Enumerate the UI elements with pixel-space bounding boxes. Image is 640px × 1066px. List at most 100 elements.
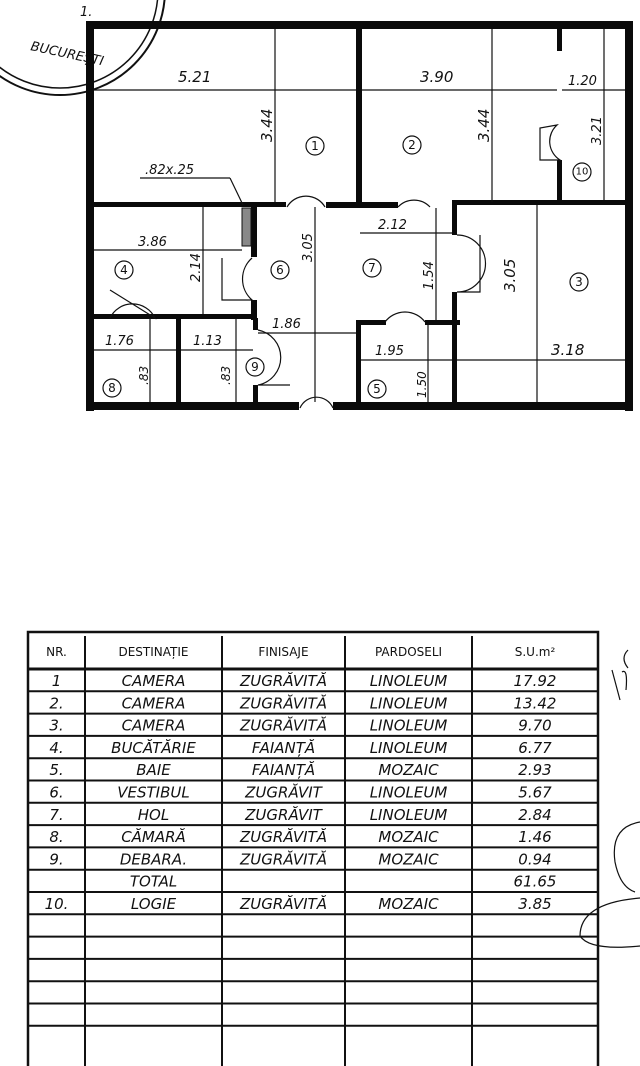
table-cell: FAIANȚĂ (252, 738, 315, 757)
table-cell: 4. (49, 739, 63, 757)
dim-r5-depth: 1.50 (415, 371, 429, 398)
svg-text:9: 9 (251, 360, 259, 374)
table-cell: 13.42 (514, 694, 557, 712)
table-header-cell: NR. (46, 645, 67, 659)
svg-text:5: 5 (373, 382, 381, 396)
table-cell: MOZAIC (378, 828, 439, 846)
room-marker-8: 8 (102, 378, 122, 398)
table-cell: 5.67 (518, 784, 552, 802)
room-marker-6: 6 (270, 260, 290, 280)
table-cell: 2.84 (518, 806, 551, 824)
table-cell: LINOLEUM (370, 717, 448, 735)
dim-r7-width: 2.12 (378, 218, 407, 233)
dim-r6-depth: 3.05 (301, 233, 316, 262)
room-marker-1: 1 (305, 136, 325, 156)
table-cell: 2. (49, 694, 63, 712)
room-marker-7: 7 (362, 258, 382, 278)
dim-r9-width: 1.13 (193, 334, 222, 349)
table-cell: ZUGRĂVIT (244, 805, 324, 824)
dim-r8-depth: .83 (137, 366, 151, 385)
table-cell: ZUGRĂVITĂ (239, 849, 327, 868)
dim-r10-depth: 3.21 (590, 116, 605, 145)
room-marker-10: 10 (572, 162, 592, 182)
svg-text:10: 10 (576, 167, 589, 178)
dim-duct: .82x.25 (145, 163, 194, 178)
table-cell: 9.70 (518, 717, 551, 735)
table-cell: BAIE (136, 761, 171, 779)
table-cell: 3.85 (518, 895, 551, 913)
dim-r1-width: 5.21 (178, 68, 211, 86)
table-cell: LINOLEUM (370, 739, 448, 757)
table-cell: 8. (49, 828, 63, 846)
table-cell: ZUGRĂVIT (244, 783, 324, 802)
dimension-lines (94, 29, 625, 402)
room-marker-4: 4 (114, 260, 134, 280)
table-cell: LINOLEUM (370, 694, 448, 712)
table-cell: MOZAIC (378, 850, 439, 868)
table-cell: CAMERA (122, 694, 186, 712)
table-cell: 10. (45, 895, 69, 913)
dim-r5-width: 1.95 (375, 344, 404, 359)
table-cell: CAMERA (122, 717, 186, 735)
dim-r10-width: 1.20 (568, 74, 597, 89)
room-marker-9: 9 (245, 357, 265, 377)
room-marker-3: 3 (569, 272, 589, 292)
dim-r2-depth: 3.44 (475, 109, 493, 142)
dim-r4-depth: 2.14 (189, 253, 204, 282)
stamp: BUCUREȘTI 1. (0, 0, 166, 96)
table-cell: 3. (49, 717, 63, 735)
dim-r2-width: 3.90 (420, 68, 453, 86)
table-cell: 1.46 (518, 828, 551, 846)
svg-text:8: 8 (108, 381, 116, 395)
table-cell: ZUGRĂVITĂ (239, 894, 327, 913)
stamp-number: 1. (80, 5, 92, 20)
table-cell: 61.65 (514, 873, 557, 891)
dimension-labels: 5.21 3.44 3.90 3.44 1.20 3.21 .82x.25 3.… (105, 68, 605, 398)
table-cell: LINOLEUM (370, 672, 448, 690)
table-cell: MOZAIC (378, 761, 439, 779)
room-marker-5: 5 (367, 379, 387, 399)
table-cell: 0.94 (518, 850, 551, 868)
svg-text:6: 6 (276, 263, 284, 277)
walls (86, 21, 633, 411)
table-cell: LINOLEUM (370, 784, 448, 802)
table-cell: HOL (138, 806, 169, 824)
dim-r6-width: 1.86 (272, 317, 301, 332)
table-cell: CĂMARĂ (121, 827, 186, 846)
svg-text:4: 4 (120, 263, 128, 277)
table-cell: 9. (49, 850, 63, 868)
table-cell: CAMERA (122, 672, 186, 690)
table-header-cell: DESTINAȚIE (118, 645, 188, 659)
dim-r3-width: 3.18 (551, 341, 584, 359)
svg-text:2: 2 (408, 138, 416, 152)
dim-r1-depth: 3.44 (258, 109, 276, 142)
table-cell: ZUGRĂVITĂ (239, 693, 327, 712)
table-cell: 2.93 (518, 761, 551, 779)
table-cell: 6.77 (518, 739, 552, 757)
dim-r8-width: 1.76 (105, 334, 134, 349)
table-cell: MOZAIC (378, 895, 439, 913)
table-cell: TOTAL (130, 873, 177, 891)
table-cell: 5. (49, 761, 63, 779)
table-cell: ZUGRĂVITĂ (239, 716, 327, 735)
table-cell: ZUGRĂVITĂ (239, 827, 327, 846)
table-cell: 7. (49, 806, 63, 824)
dim-r7-depth: 1.54 (422, 261, 437, 290)
dim-r3-depth: 3.05 (501, 259, 519, 292)
table-cell: LOGIE (131, 895, 177, 913)
dim-r9-depth: .83 (219, 366, 233, 385)
table-cell: BUCĂTĂRIE (111, 738, 196, 757)
table-cell: ZUGRĂVITĂ (239, 671, 327, 690)
room-markers: 1 2 3 4 5 6 7 8 9 10 (102, 135, 592, 399)
table-cell: LINOLEUM (370, 806, 448, 824)
table-header-cell: PARDOSELI (375, 645, 442, 659)
dim-r4-width: 3.86 (138, 235, 167, 250)
table-cell: 17.92 (514, 672, 557, 690)
signature-marks (579, 649, 640, 948)
svg-text:1: 1 (311, 139, 319, 153)
table-cell: FAIANȚĂ (252, 760, 315, 779)
svg-text:7: 7 (368, 261, 376, 275)
table-header-cell: FINISAJE (258, 645, 308, 659)
